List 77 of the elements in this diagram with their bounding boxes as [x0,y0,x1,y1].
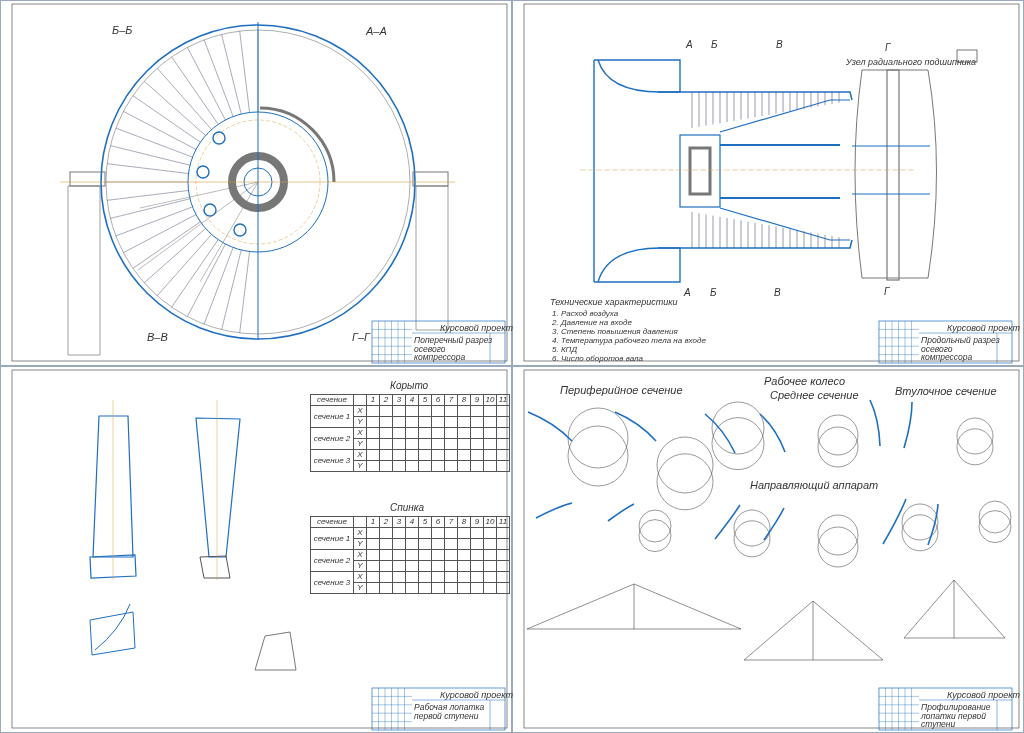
table-cell: 1 [366,394,380,406]
table-cell: сечение 2 [310,427,354,450]
view-label: Узел радиального подшипника [846,58,977,67]
table-cell: 8 [457,516,471,528]
drawing-title: Продольный разрез осевого компрессора [921,336,1001,362]
table-cell: X [353,405,367,417]
section-label: А–А [366,26,387,37]
section-mark: Б [710,288,717,298]
view-title: Периферийное сечение [560,385,683,396]
table-cell: 9 [470,394,484,406]
section-mark: А [684,288,691,298]
table-cell: 4 [405,394,419,406]
table-cell: X [353,449,367,461]
table-cell: Y [353,438,367,450]
table-cell: 9 [470,516,484,528]
table-title: Корыто [390,381,429,391]
table-cell: 11 [496,394,510,406]
table-title: Спинка [390,503,425,513]
section-label: Б–Б [112,25,133,36]
table-cell: сечение [310,516,354,528]
view-title: Втулочное сечение [895,386,997,397]
table-cell: 6 [431,394,445,406]
notes-line: 4. Температура рабочего тела на входе [552,337,706,345]
table-cell: сечение 1 [310,405,354,428]
notes-line: 2. Давление на входе [552,319,632,327]
table-cell: X [353,571,367,583]
table-cell: сечение [310,394,354,406]
table-cell: 5 [418,394,432,406]
table-cell: 2 [379,394,393,406]
table-cell: X [353,549,367,561]
title-block-label: Курсовой проект [947,324,1021,333]
table-cell: сечение 1 [310,527,354,550]
table-cell: Y [353,460,367,472]
section-mark: Г [884,287,890,297]
drawing-title: Рабочая лопатка первой ступени [414,703,486,720]
table-cell: 2 [379,516,393,528]
table-cell: Y [353,416,367,428]
title-block-label: Курсовой проект [440,691,514,700]
table-cell: 5 [418,516,432,528]
table-cell: 1 [366,516,380,528]
table-cell: 11 [496,516,510,528]
table-cell: 4 [405,516,419,528]
table-cell: 8 [457,394,471,406]
view-title: Среднее сечение [770,390,859,401]
section-mark: В [776,40,783,50]
table-cell: Y [353,582,367,594]
section-label: Г–Г [352,332,371,343]
table-cell: 7 [444,394,458,406]
section-label: В–В [147,332,168,343]
section-mark: Г [885,43,891,53]
view-title: Рабочее колесо [764,376,846,387]
notes-line: 3. Степень повышения давления [552,328,678,336]
title-block-label: Курсовой проект [440,324,514,333]
table-cell: 3 [392,394,406,406]
table-cell: сечение 3 [310,449,354,472]
table-cell: 3 [392,516,406,528]
drawing-title: Поперечный разрез осевого компрессора [414,336,494,362]
section-mark: Б [711,40,718,50]
table-cell: Y [353,538,367,550]
table-cell: X [353,527,367,539]
section-mark: А [686,40,693,50]
notes-heading: Технические характеристики [550,298,678,307]
table-cell: сечение 3 [310,571,354,594]
section-mark: В [774,288,781,298]
title-block-label: Курсовой проект [947,691,1021,700]
table-cell: сечение 2 [310,549,354,572]
table-cell: X [353,427,367,439]
notes-line: 6. Число оборотов вала [552,355,643,363]
drawing-title: Профилирование лопатки первой ступени [921,703,992,729]
notes-line: 5. КПД [552,346,578,354]
table-cell: Y [353,560,367,572]
table-cell: 7 [444,516,458,528]
table-cell: 6 [431,516,445,528]
table-cell: 10 [483,394,497,406]
notes-line: 1. Расход воздуха [552,310,619,318]
view-title: Направляющий аппарат [750,480,879,491]
table-cell: 10 [483,516,497,528]
